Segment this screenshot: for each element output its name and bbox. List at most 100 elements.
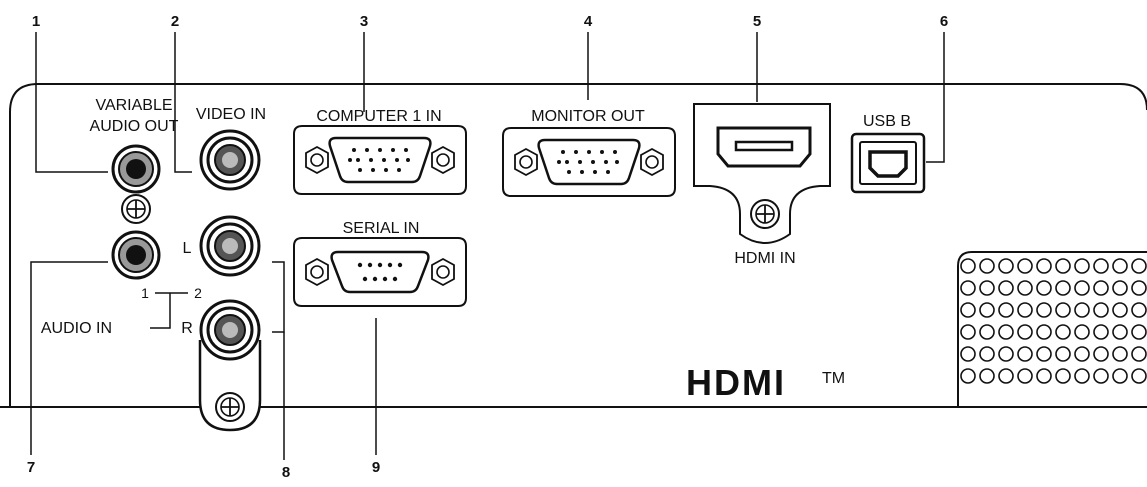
vent-hole: [979, 258, 995, 274]
vent-hole: [1093, 258, 1109, 274]
vent-hole: [1131, 302, 1147, 318]
ground-icon: [121, 194, 151, 224]
vent-hole: [1036, 258, 1052, 274]
vent-hole: [979, 368, 995, 384]
vent-hole: [1017, 258, 1033, 274]
vent-hole: [998, 280, 1014, 296]
audio-in-bracket: [150, 292, 188, 329]
panel-outline: [9, 83, 1147, 408]
usb-b-label: USB B: [863, 113, 911, 130]
hdmi-tm: TM: [822, 370, 845, 387]
vent-hole: [1093, 280, 1109, 296]
vent-hole: [1131, 280, 1147, 296]
vent-hole: [1017, 324, 1033, 340]
vent-hole: [998, 324, 1014, 340]
usb-b-port[interactable]: [850, 132, 926, 194]
vent-hole: [979, 324, 995, 340]
vent-grille: [957, 251, 1147, 407]
vent-hole: [1055, 346, 1071, 362]
vent-hole: [1036, 302, 1052, 318]
vent-hole: [1055, 258, 1071, 274]
vent-hole: [1017, 368, 1033, 384]
vent-hole: [1055, 324, 1071, 340]
vent-hole: [960, 324, 976, 340]
vent-hole: [1036, 280, 1052, 296]
vent-hole: [1036, 324, 1052, 340]
vent-hole: [1055, 368, 1071, 384]
vent-hole: [1036, 346, 1052, 362]
callout-5: 5: [753, 13, 761, 30]
vent-hole: [1055, 280, 1071, 296]
serial-in-label: SERIAL IN: [343, 220, 420, 237]
audio-l-label: L: [183, 240, 192, 257]
computer-1-in-port[interactable]: [293, 125, 467, 195]
hdmi-logo: HDMI: [686, 362, 786, 403]
vent-hole: [1074, 258, 1090, 274]
vent-hole: [998, 258, 1014, 274]
vent-hole: [1017, 346, 1033, 362]
vent-hole: [1093, 368, 1109, 384]
vent-hole: [1017, 302, 1033, 318]
vent-hole: [1112, 346, 1128, 362]
vent-hole: [998, 302, 1014, 318]
vent-hole: [1131, 258, 1147, 274]
variable-audio-out-jack[interactable]: [111, 144, 161, 194]
vent-hole: [979, 302, 995, 318]
vent-hole: [1074, 324, 1090, 340]
ground-icon-lower: [215, 392, 245, 422]
variable-audio-out-label-line1: VARIABLE: [95, 97, 172, 114]
vent-hole: [1036, 368, 1052, 384]
vent-hole: [1131, 368, 1147, 384]
audio-in-label: AUDIO IN: [41, 320, 112, 337]
vent-hole: [960, 302, 976, 318]
vent-hole: [1093, 324, 1109, 340]
audio-r-label: R: [181, 320, 193, 337]
vent-hole: [1074, 280, 1090, 296]
serial-in-port[interactable]: [293, 237, 467, 307]
variable-audio-out-label-line2: AUDIO OUT: [90, 118, 179, 135]
audio-in-1-jack[interactable]: [111, 230, 161, 280]
callout-3: 3: [360, 13, 368, 30]
vent-hole: [960, 346, 976, 362]
vent-hole: [1131, 324, 1147, 340]
callout-2: 2: [171, 13, 179, 30]
audio-in-2-l-jack[interactable]: [199, 215, 261, 277]
vent-hole: [1131, 346, 1147, 362]
vent-hole: [960, 368, 976, 384]
vent-hole: [979, 280, 995, 296]
vent-hole: [1093, 302, 1109, 318]
hdmi-in-label: HDMI IN: [734, 250, 795, 267]
hdmi-ground-icon: [750, 199, 780, 229]
audio-in-2-label: 2: [194, 285, 202, 301]
video-in-jack[interactable]: [199, 129, 261, 191]
callout-9: 9: [372, 459, 380, 476]
vent-hole: [979, 346, 995, 362]
leader-lines: [30, 32, 945, 460]
audio-in-1-label: 1: [141, 285, 149, 301]
callout-4: 4: [584, 13, 593, 30]
video-in-label: VIDEO IN: [196, 106, 266, 123]
vent-hole: [1093, 346, 1109, 362]
vent-hole: [998, 346, 1014, 362]
vent-hole: [1055, 302, 1071, 318]
vent-hole: [1112, 302, 1128, 318]
audio-r-mount-lug: [198, 340, 262, 432]
vent-hole: [1112, 324, 1128, 340]
callout-1: 1: [32, 13, 40, 30]
vent-hole: [1112, 368, 1128, 384]
monitor-out-port[interactable]: [502, 127, 676, 197]
vent-hole: [998, 368, 1014, 384]
audio-in-2-r-jack[interactable]: [199, 299, 261, 361]
callout-6: 6: [940, 13, 948, 30]
callout-7: 7: [27, 459, 35, 476]
monitor-out-label: MONITOR OUT: [531, 108, 645, 125]
callout-8: 8: [282, 464, 290, 481]
hdmi-in-port[interactable]: [693, 103, 831, 244]
vent-hole: [960, 280, 976, 296]
vent-hole: [1074, 346, 1090, 362]
vent-hole: [1074, 302, 1090, 318]
vent-hole: [960, 258, 976, 274]
vent-hole: [1017, 280, 1033, 296]
